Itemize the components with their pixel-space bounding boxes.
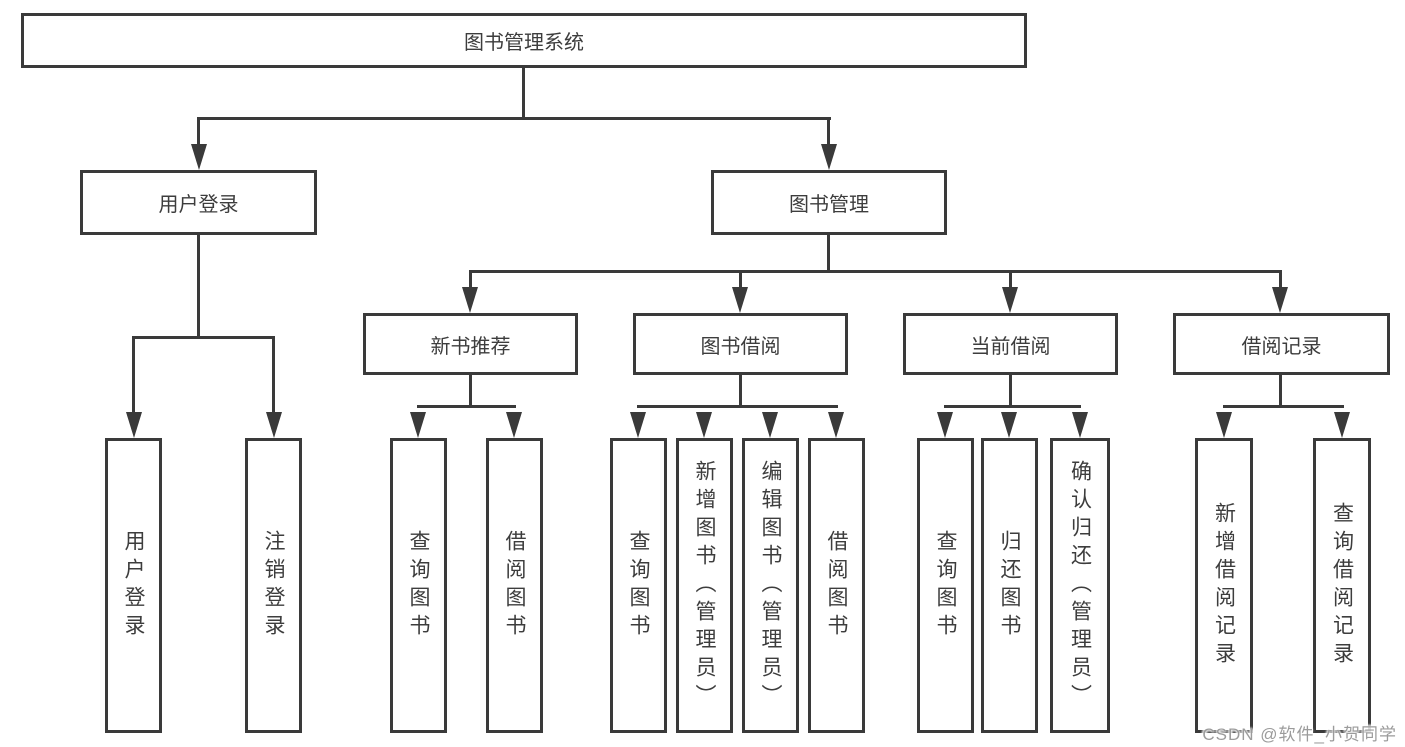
arrow-down-icon <box>191 144 207 170</box>
arrow-down-icon <box>937 412 953 438</box>
arrow-down-icon <box>462 287 478 313</box>
node-label: 借阅图书 <box>825 529 848 642</box>
connector-line <box>197 120 200 146</box>
connector-line <box>1223 405 1344 408</box>
leaf-logout: 注销登录 <box>245 438 302 733</box>
arrow-down-icon <box>410 412 426 438</box>
arrow-down-icon <box>1272 287 1288 313</box>
arrow-down-icon <box>266 412 282 438</box>
arrow-down-icon <box>506 412 522 438</box>
leaf-query-books-current: 查询图书 <box>917 438 974 733</box>
connector-line <box>944 405 1081 408</box>
arrow-down-icon <box>1072 412 1088 438</box>
node-label: 新增借阅记录 <box>1212 501 1236 670</box>
connector-line <box>417 405 516 408</box>
node-root-library-management-system: 图书管理系统 <box>21 13 1027 68</box>
connector-line <box>132 339 135 415</box>
node-label: 图书借阅 <box>700 335 781 358</box>
node-label: 确认归还（管理员） <box>1068 459 1092 712</box>
node-label: 查询图书 <box>627 529 650 642</box>
node-label: 新书推荐 <box>430 335 511 358</box>
connector-line <box>739 273 742 290</box>
connector-line <box>272 339 275 415</box>
connector-line <box>1279 375 1282 408</box>
node-label: 注销登录 <box>262 529 285 642</box>
arrow-down-icon <box>1216 412 1232 438</box>
leaf-add-borrowing-record: 新增借阅记录 <box>1195 438 1253 733</box>
leaf-query-borrowing-record: 查询借阅记录 <box>1313 438 1371 733</box>
node-label: 新增图书（管理员） <box>693 459 716 712</box>
node-label: 当前借阅 <box>970 335 1051 358</box>
connector-line <box>132 336 275 339</box>
node-label: 借阅图书 <box>503 529 526 642</box>
node-label: 查询图书 <box>407 529 430 642</box>
leaf-confirm-return-admin: 确认归还（管理员） <box>1050 438 1110 733</box>
arrow-down-icon <box>1001 412 1017 438</box>
connector-line <box>827 120 830 146</box>
arrow-down-icon <box>732 287 748 313</box>
leaf-user-login: 用户登录 <box>105 438 162 733</box>
leaf-add-books-admin: 新增图书（管理员） <box>676 438 733 733</box>
connector-line <box>469 270 1282 273</box>
arrow-down-icon <box>696 412 712 438</box>
connector-line <box>1279 273 1282 290</box>
arrow-down-icon <box>821 144 837 170</box>
arrow-down-icon <box>828 412 844 438</box>
node-label: 用户登录 <box>158 194 239 216</box>
node-current-borrowing: 当前借阅 <box>903 313 1118 375</box>
arrow-down-icon <box>1002 287 1018 313</box>
connector-line <box>1009 273 1012 290</box>
connector-line <box>637 405 838 408</box>
arrow-down-icon <box>126 412 142 438</box>
leaf-borrow-books-recommend: 借阅图书 <box>486 438 543 733</box>
node-book-management: 图书管理 <box>711 170 947 235</box>
connector-line <box>522 68 525 120</box>
node-label: 借阅记录 <box>1241 335 1322 358</box>
node-book-borrowing: 图书借阅 <box>633 313 848 375</box>
connector-line <box>197 117 831 120</box>
leaf-query-books-borrowing: 查询图书 <box>610 438 667 733</box>
connector-line <box>1009 375 1012 408</box>
leaf-edit-books-admin: 编辑图书（管理员） <box>742 438 799 733</box>
node-label: 图书管理系统 <box>464 32 584 54</box>
connector-line <box>739 375 742 408</box>
leaf-return-books: 归还图书 <box>981 438 1038 733</box>
csdn-watermark: CSDN @软件_小贺同学 <box>1202 725 1397 744</box>
node-label: 图书管理 <box>789 194 869 216</box>
node-label: 归还图书 <box>998 529 1021 642</box>
leaf-query-books-recommend: 查询图书 <box>390 438 447 733</box>
node-user-login: 用户登录 <box>80 170 317 235</box>
connector-line <box>197 235 200 339</box>
leaf-borrow-books: 借阅图书 <box>808 438 865 733</box>
arrow-down-icon <box>1334 412 1350 438</box>
arrow-down-icon <box>630 412 646 438</box>
node-borrowing-records: 借阅记录 <box>1173 313 1390 375</box>
node-label: 查询借阅记录 <box>1330 501 1354 670</box>
node-label: 用户登录 <box>122 529 145 642</box>
arrow-down-icon <box>762 412 778 438</box>
connector-line <box>827 235 830 273</box>
connector-line <box>469 375 472 408</box>
node-label: 查询图书 <box>934 529 957 642</box>
node-new-book-recommendation: 新书推荐 <box>363 313 578 375</box>
connector-line <box>469 273 472 290</box>
node-label: 编辑图书（管理员） <box>759 459 782 712</box>
